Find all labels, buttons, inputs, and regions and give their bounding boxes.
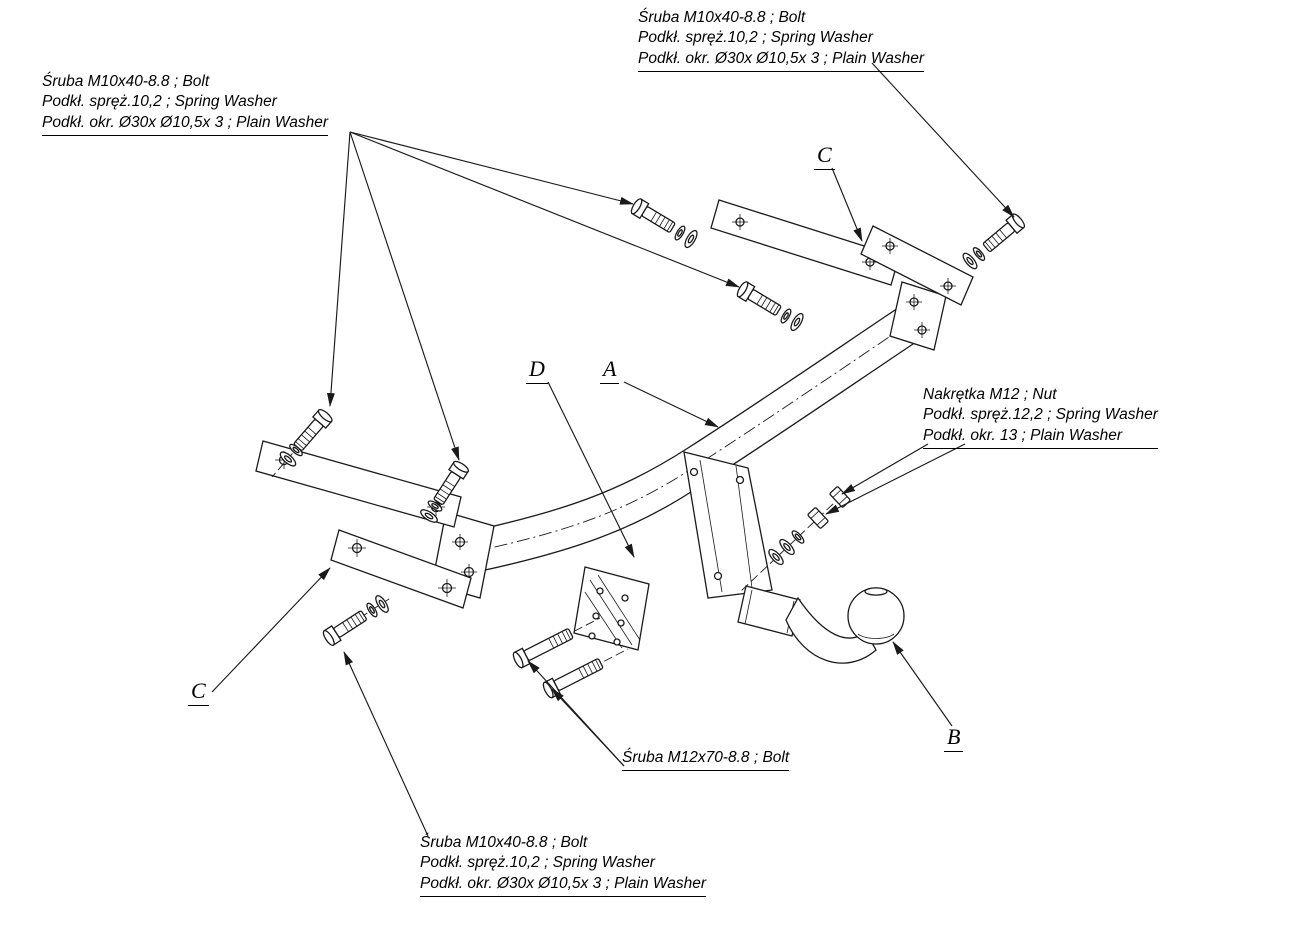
label-line: Podkł. spręż.10,2 ; Spring Washer [420,854,655,872]
label-bolt-m10-bottom: Śruba M10x40-8.8 ; Bolt Podkł. spręż.10,… [420,833,707,898]
label-line: Podkł. spręż.12,2 ; Spring Washer [923,406,1158,424]
hitch-neck [785,596,877,664]
plain-washer [682,228,700,250]
label-bolt-m10-top-right: Śruba M10x40-8.8 ; Bolt Podkł. spręż.10,… [638,8,925,73]
bracket-rail-right-lower [860,225,974,306]
bolt-m10 [290,407,335,454]
label-line: Śruba M10x40-8.8 ; Bolt [638,9,806,26]
label-line: Podkł. okr. Ø30x Ø10,5x 3 ; Plain Washer [42,113,329,131]
label-line: Śruba M10x40-8.8 ; Bolt [420,834,588,851]
beam-right-end-plate [889,281,947,351]
spring-washer [672,224,688,242]
bolt-m12x70 [510,624,576,670]
plain-washer [765,546,787,568]
label-line: Podkł. okr. Ø30x Ø10,5x 3 ; Plain Washer [420,874,707,892]
bracket-rail-right-upper [710,199,900,286]
spring-washer [778,307,794,325]
ref-c-left: C [188,678,209,706]
bolt-m10 [734,279,784,319]
leader-lines [211,62,1015,837]
label-line: Śruba M10x40-8.8 ; Bolt [42,73,210,90]
tow-ball [847,587,905,645]
crossbeam-tube [467,298,923,573]
plain-washer [788,311,806,333]
socket-plate [573,566,650,651]
bolt-m10 [980,211,1027,256]
ref-b: B [944,724,964,752]
ref-d: D [526,356,548,384]
label-line: Nakrętka M12 ; Nut [923,386,1057,403]
label-bolt-m10-top-left: Śruba M10x40-8.8 ; Bolt Podkł. spręż.10,… [42,72,329,137]
label-line: Podkł. okr. Ø30x Ø10,5x 3 ; Plain Washer [638,49,925,67]
ref-c-right: C [814,142,835,170]
bolt-m10 [320,607,370,648]
bracket-rail-left-lower [330,529,472,609]
label-line: Podkł. spręż.10,2 ; Spring Washer [638,29,873,47]
label-nut-m12: Nakrętka M12 ; Nut Podkł. spręż.12,2 ; S… [923,385,1158,450]
bolt-m12x70 [540,654,606,700]
label-line: Podkł. spręż.10,2 ; Spring Washer [42,93,277,111]
bolt-m10 [628,196,678,236]
label-line: Podkł. okr. 13 ; Plain Washer [923,426,1123,444]
ball-mount-plate [683,451,773,599]
ref-a: A [600,356,620,384]
label-bolt-m12x70: Śruba M12x70-8.8 ; Bolt [622,748,790,772]
label-line: Śruba M12x70-8.8 ; Bolt [622,749,790,766]
